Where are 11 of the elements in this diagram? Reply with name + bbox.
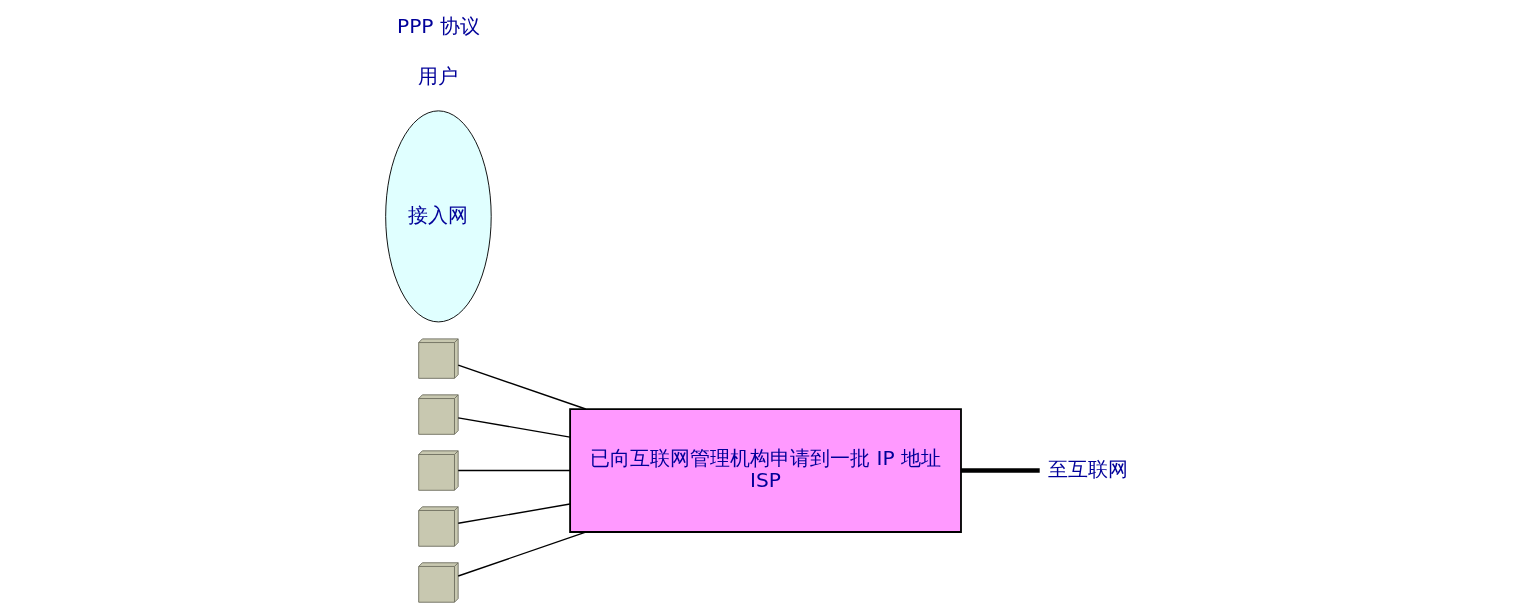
node-box: 已向互联网管理机构申请到一批 IP 地址 ISP: [568, 408, 962, 533]
connector: [457, 531, 586, 577]
label: 用户: [417, 63, 458, 88]
connector: [457, 364, 586, 410]
label: PPP 协议: [396, 14, 480, 39]
node-ellipse: 接入网: [384, 110, 492, 323]
node-text: 至互联网: [1047, 456, 1128, 481]
connector: [457, 417, 571, 438]
connector: [457, 503, 571, 524]
connector: [457, 469, 571, 472]
connector: [960, 468, 1040, 473]
